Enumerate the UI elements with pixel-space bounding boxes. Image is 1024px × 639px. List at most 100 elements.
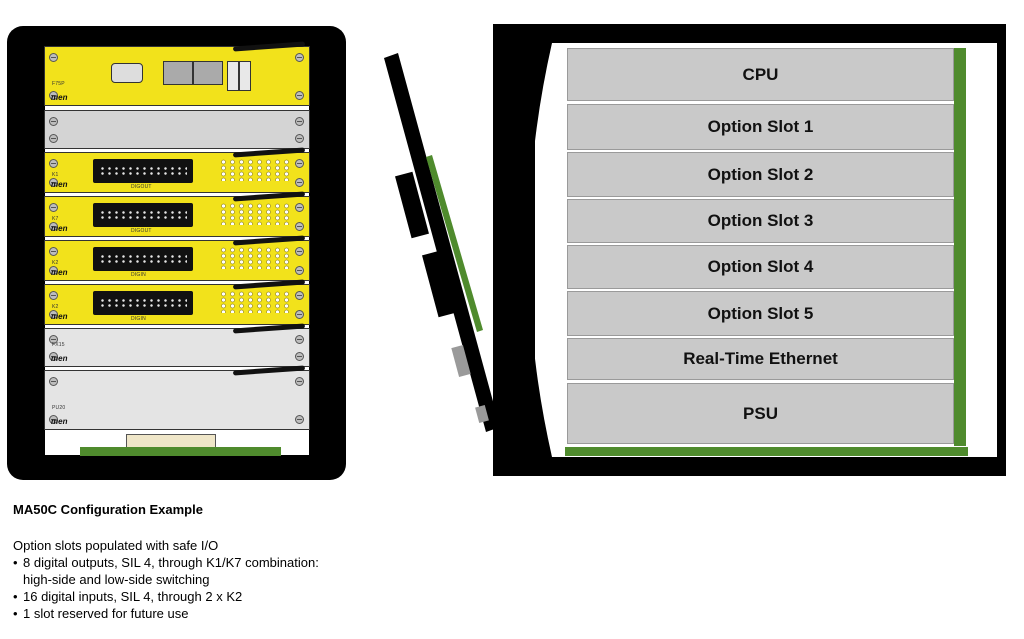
front-card-in1: DIGIN K2 men xyxy=(44,235,310,281)
ethernet-port xyxy=(163,61,193,85)
card-model: F75P xyxy=(52,81,65,87)
led-array xyxy=(219,291,289,313)
front-card-out2: DIGOUT K7 men xyxy=(44,191,310,237)
brand-logo: men xyxy=(51,93,68,102)
screw-icon xyxy=(49,222,58,231)
side-view-backplane xyxy=(954,48,966,446)
brand-logo: men xyxy=(51,417,68,426)
screw-icon xyxy=(295,222,304,231)
screw-icon xyxy=(295,291,304,300)
screw-icon xyxy=(295,377,304,386)
screw-icon xyxy=(295,203,304,212)
screw-icon xyxy=(295,91,304,100)
module-pcb xyxy=(426,155,483,332)
screw-icon xyxy=(49,134,58,143)
screw-icon xyxy=(49,53,58,62)
screw-icon xyxy=(49,178,58,187)
caption-line: 8 digital outputs, SIL 4, through K1/K7 … xyxy=(23,555,319,570)
led-array xyxy=(219,159,289,181)
card-slot-code: K2 xyxy=(52,304,59,310)
screw-icon xyxy=(295,53,304,62)
caption-list-item: • 8 digital outputs, SIL 4, through K1/K7… xyxy=(13,554,443,588)
connector-label: DIGIN xyxy=(131,316,146,322)
connector-label: DIGOUT xyxy=(131,184,152,190)
front-card-psu: PU20 men xyxy=(44,365,310,430)
brand-logo: men xyxy=(51,312,68,321)
screw-icon xyxy=(49,335,58,344)
led-array xyxy=(219,203,289,225)
screw-icon xyxy=(295,335,304,344)
screw-icon xyxy=(49,310,58,319)
screw-icon xyxy=(49,266,58,275)
front-card-blank xyxy=(44,110,310,149)
card-slot-code: K2 xyxy=(52,260,59,266)
front-view-baseboard xyxy=(80,447,281,456)
side-view-baseboard xyxy=(565,447,968,456)
brand-logo: men xyxy=(51,268,68,277)
module-latch-upper xyxy=(451,344,471,378)
module-latch-lower xyxy=(475,404,489,424)
slot-psu: PSU xyxy=(567,383,954,444)
slot-cpu: CPU xyxy=(567,48,954,101)
screw-icon xyxy=(295,247,304,256)
screw-icon xyxy=(295,178,304,187)
card-model: PU20 xyxy=(52,405,66,411)
caption-list-item: • 16 digital inputs, SIL 4, through 2 x K… xyxy=(13,588,443,605)
bullet-icon: • xyxy=(13,555,18,570)
dsub-connector xyxy=(93,203,193,227)
screw-icon xyxy=(49,352,58,361)
screw-icon xyxy=(49,203,58,212)
caption-line: high-side and low-side switching xyxy=(23,572,210,587)
front-card-in2: DIGIN K2 men xyxy=(44,279,310,325)
module-front-plate xyxy=(384,53,500,432)
caption-line: 16 digital inputs, SIL 4, through 2 x K2 xyxy=(23,589,243,604)
screw-icon xyxy=(295,266,304,275)
card-slot-code: K7 xyxy=(52,216,59,222)
front-card-out1: DIGOUT K1 men xyxy=(44,147,310,193)
screw-icon xyxy=(49,377,58,386)
bullet-icon: • xyxy=(13,589,18,604)
connector-label: DIGIN xyxy=(131,272,146,278)
screw-icon xyxy=(295,134,304,143)
brand-logo: men xyxy=(51,354,68,363)
module-connector-upper xyxy=(395,171,429,239)
dsub-connector xyxy=(93,291,193,315)
caption-intro: Option slots populated with safe I/O xyxy=(13,538,219,553)
led-array xyxy=(219,247,289,269)
brand-logo: men xyxy=(51,224,68,233)
screw-icon xyxy=(295,415,304,424)
caption-list: • 8 digital outputs, SIL 4, through K1/K7… xyxy=(13,554,443,622)
slot-option-slot-3: Option Slot 3 xyxy=(567,199,954,243)
bullet-icon: • xyxy=(13,606,18,621)
card-model: FX15 xyxy=(52,342,65,348)
screw-icon xyxy=(49,117,58,126)
dsub-connector xyxy=(93,159,193,183)
slot-real-time-ethernet: Real-Time Ethernet xyxy=(567,338,954,380)
slot-option-slot-4: Option Slot 4 xyxy=(567,245,954,289)
caption-list-item: • 1 slot reserved for future use xyxy=(13,605,443,622)
screw-icon xyxy=(49,159,58,168)
slot-option-slot-5: Option Slot 5 xyxy=(567,291,954,336)
screw-icon xyxy=(295,310,304,319)
slot-option-slot-2: Option Slot 2 xyxy=(567,152,954,197)
caption-line: 1 slot reserved for future use xyxy=(23,606,189,621)
usb-port xyxy=(227,61,239,91)
dsub-connector xyxy=(93,247,193,271)
caption-title: MA50C Configuration Example xyxy=(13,502,203,517)
card-slot-code: K1 xyxy=(52,172,59,178)
screw-icon xyxy=(295,117,304,126)
screw-icon xyxy=(49,415,58,424)
screw-icon xyxy=(49,291,58,300)
screw-icon xyxy=(295,352,304,361)
screw-icon xyxy=(49,91,58,100)
front-card-eth: FX15 men xyxy=(44,323,310,367)
screw-icon xyxy=(49,247,58,256)
module-connector-lower xyxy=(422,250,456,318)
front-card-cpu: F75P men xyxy=(44,41,310,106)
brand-logo: men xyxy=(51,180,68,189)
connector-label: DIGOUT xyxy=(131,228,152,234)
slot-option-slot-1: Option Slot 1 xyxy=(567,104,954,150)
screw-icon xyxy=(295,159,304,168)
ethernet-port xyxy=(193,61,223,85)
usb-port xyxy=(239,61,251,91)
